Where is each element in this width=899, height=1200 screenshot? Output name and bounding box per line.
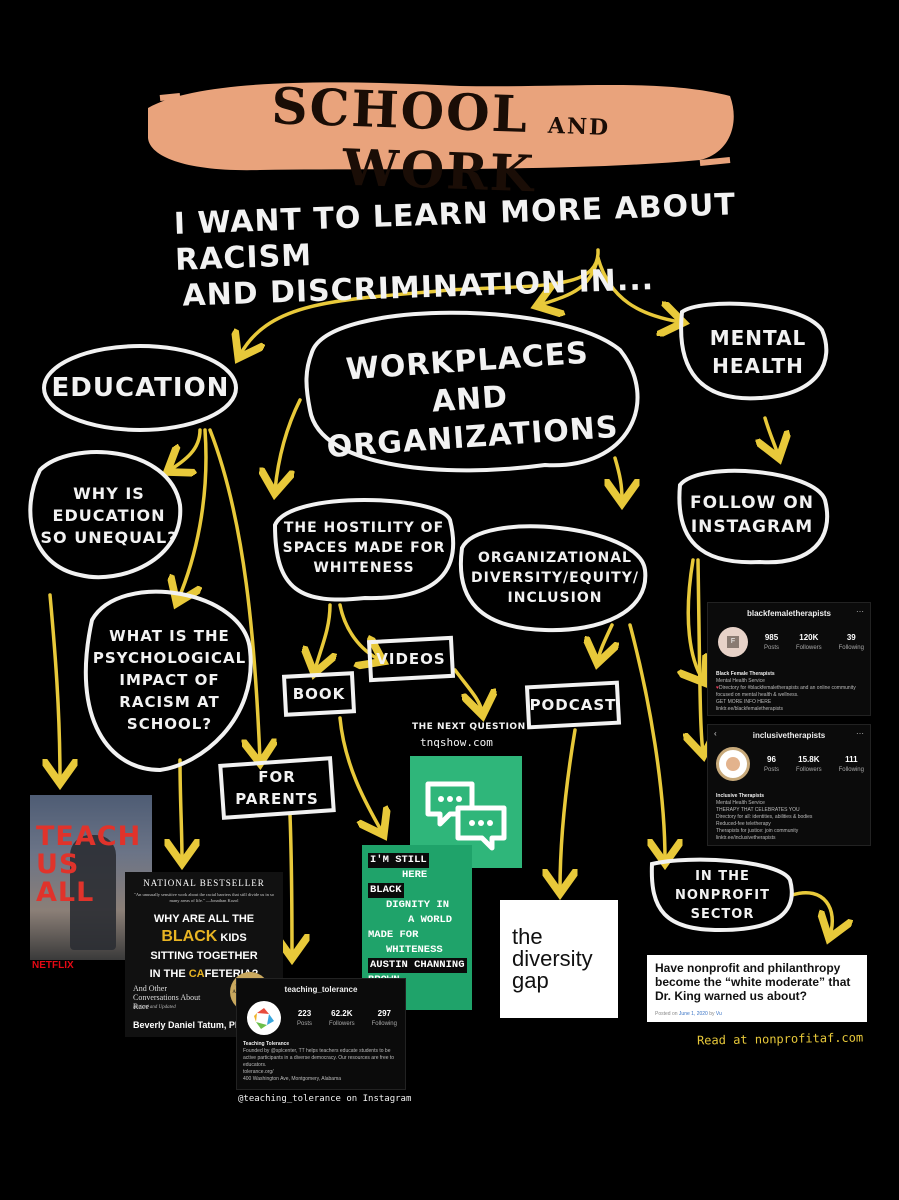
arrow-work-dei bbox=[615, 456, 622, 500]
arrow-follow-ig2 bbox=[698, 558, 703, 752]
outline-nonprofit bbox=[649, 857, 794, 933]
node-nonprofit: IN THE NONPROFIT SECTOR bbox=[675, 868, 770, 922]
ig-handle: inclusivetherapists bbox=[752, 731, 826, 740]
arrow-podcast-gap bbox=[560, 728, 575, 890]
outline-book bbox=[281, 671, 357, 717]
ig-bio: Inclusive Therapists Mental Health Servi… bbox=[716, 793, 813, 841]
arrow-to-mental-health bbox=[596, 256, 680, 322]
outline-parents bbox=[218, 756, 336, 820]
avatar bbox=[716, 747, 750, 781]
teaching-tolerance-logo-icon bbox=[254, 1008, 274, 1029]
outline-mental-health bbox=[679, 301, 829, 401]
page-title: SCHOOL AND WORK bbox=[270, 76, 611, 204]
more-icon[interactable]: ⋯ bbox=[856, 607, 864, 616]
prompt-text: I WANT TO LEARN MORE ABOUT RACISM AND DI… bbox=[173, 185, 796, 315]
node-follow-instagram: FOLLOW ON INSTAGRAM bbox=[690, 493, 814, 537]
nonprofit-article-card[interactable]: Have nonprofit and philanthropy become t… bbox=[647, 955, 867, 1022]
tnq-name: THE NEXT QUESTION bbox=[412, 722, 526, 732]
book-edition: Revised and Updated bbox=[133, 1005, 176, 1010]
arrow-hostility-videos bbox=[338, 603, 380, 660]
diversity-gap-logo[interactable]: the diversity gap bbox=[500, 900, 618, 1018]
book-badge: NATIONAL BESTSELLER bbox=[143, 878, 265, 888]
more-icon[interactable]: ⋯ bbox=[856, 729, 864, 738]
avatar bbox=[247, 1001, 281, 1035]
arrow-nonprofit-article bbox=[790, 891, 832, 935]
outline-why bbox=[28, 450, 183, 580]
arrow-parents-tt bbox=[290, 813, 292, 955]
ig-bio: Black Female Therapists Mental Health Se… bbox=[716, 671, 856, 712]
node-psych-impact: WHAT IS THE PSYCHOLOGICAL IMPACT OF RACI… bbox=[92, 627, 247, 733]
node-hostility: THE HOSTILITY OF SPACES MADE FOR WHITENE… bbox=[282, 520, 446, 576]
arrow-book-stillhere bbox=[338, 716, 382, 832]
chat-bubbles-icon bbox=[425, 781, 507, 851]
read-at-link[interactable]: Read at nonprofitaf.com bbox=[696, 1030, 864, 1048]
book-title: WHY ARE ALL THE BLACK KIDS SITTING TOGET… bbox=[149, 913, 259, 980]
poster-title: TEACH US ALL bbox=[36, 821, 142, 908]
arrow-to-workplaces bbox=[540, 256, 600, 305]
node-podcast: PODCAST bbox=[529, 696, 617, 714]
back-icon[interactable]: ‹ bbox=[714, 729, 717, 738]
node-education: EDUCATION bbox=[51, 373, 230, 403]
node-why-unequal: WHY IS EDUCATION SO UNEQUAL? bbox=[40, 484, 178, 547]
tnq-url: tnqshow.com bbox=[420, 736, 493, 749]
outline-education bbox=[42, 344, 238, 432]
arrow-why-film bbox=[50, 593, 60, 780]
ig-handle: blackfemaletherapists bbox=[746, 609, 832, 618]
outline-podcast bbox=[524, 680, 622, 730]
node-for-parents: FOR PARENTS bbox=[235, 768, 319, 808]
book-author: Beverly Daniel Tatum, PhD bbox=[133, 1020, 247, 1030]
node-mental-health: MENTAL HEALTH bbox=[709, 326, 807, 378]
arrow-edu-parents bbox=[208, 428, 260, 760]
outline-workplaces bbox=[304, 310, 640, 473]
ig-bio: Teaching Tolerance Founded by @splcenter… bbox=[243, 1041, 395, 1082]
arrow-psych-book bbox=[180, 758, 182, 860]
arrow-dei-podcast bbox=[598, 623, 612, 660]
title-brushstroke bbox=[148, 82, 734, 171]
arrow-videos-tnq bbox=[453, 668, 482, 712]
still-here-book-cover[interactable]: I'M STILL HERE BLACK DIGNITY IN A WORLD … bbox=[362, 845, 472, 1010]
outline-hostility bbox=[272, 498, 456, 602]
arrow-work-hostility bbox=[275, 398, 302, 490]
outline-follow bbox=[677, 468, 830, 565]
poster-figure bbox=[70, 835, 116, 950]
arrow-edu-why bbox=[170, 428, 202, 470]
ig-handle: teaching_tolerance bbox=[284, 985, 358, 994]
netflix-logo: NETFLIX bbox=[32, 960, 74, 971]
arrow-to-education bbox=[240, 248, 600, 355]
book-subtitle: And Other Conversations About Race bbox=[133, 984, 201, 1011]
arrow-edu-psych bbox=[178, 428, 208, 600]
article-meta: Posted on June 1, 2020 by Vu bbox=[655, 1011, 722, 1017]
arrow-dei-nonprofit bbox=[628, 623, 665, 860]
arrow-mh-follow bbox=[765, 416, 778, 455]
article-headline[interactable]: Have nonprofit and philanthropy become t… bbox=[655, 961, 851, 1003]
outline-videos bbox=[366, 635, 456, 683]
outline-dei bbox=[458, 524, 648, 633]
book-quote: "An unusually sensitive work about the r… bbox=[134, 892, 274, 903]
node-workplaces: WORKPLACES AND ORGANIZATIONS bbox=[325, 335, 620, 466]
ig-caption: @teaching_tolerance on Instagram bbox=[238, 1094, 412, 1104]
node-videos: VIDEOS bbox=[376, 650, 446, 668]
outline-psych bbox=[83, 589, 253, 773]
avatar: F bbox=[718, 627, 748, 657]
arrow-hostility-book bbox=[315, 603, 330, 670]
node-book: BOOK bbox=[292, 685, 346, 703]
node-dei: ORGANIZATIONAL DIVERSITY/EQUITY/ INCLUSI… bbox=[471, 550, 639, 606]
